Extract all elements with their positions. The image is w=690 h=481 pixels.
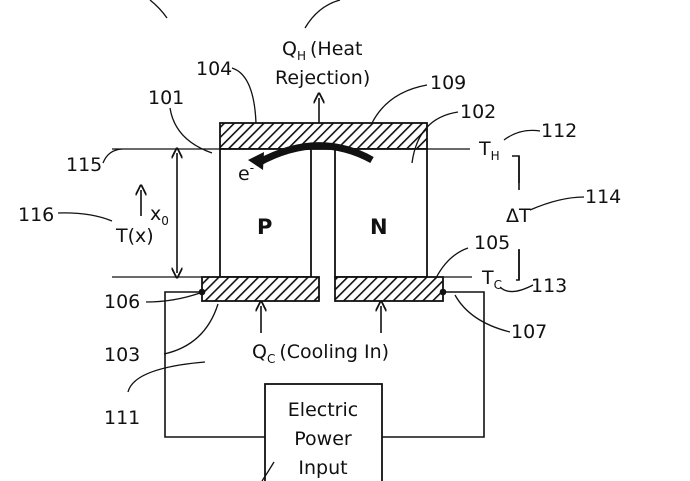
cold-plate-right xyxy=(334,276,444,302)
terminal-right xyxy=(439,288,447,296)
electron-label: e- xyxy=(238,161,254,185)
tc-label: TC xyxy=(481,267,502,292)
ref-107: 107 xyxy=(511,321,547,343)
leader-109 xyxy=(371,84,428,124)
p-type-leg xyxy=(219,148,312,278)
power-label-line1: Electric xyxy=(288,399,358,421)
ref-102: 102 xyxy=(460,101,496,123)
ref-105: 105 xyxy=(474,232,510,254)
circuit-wire-left xyxy=(164,291,265,438)
leader-114 xyxy=(529,196,585,211)
leader-113 xyxy=(499,284,534,293)
power-label-line3: Input xyxy=(298,457,347,479)
power-label-line2: Power xyxy=(294,428,352,450)
th-label: TH xyxy=(478,138,500,163)
leader-116 xyxy=(57,212,113,222)
ref-106: 106 xyxy=(104,291,140,313)
terminal-left xyxy=(198,288,206,296)
leader-105 xyxy=(435,247,469,279)
p-leg-label: P xyxy=(257,215,272,239)
ref-103: 103 xyxy=(104,344,140,366)
delta-t-label: ΔT xyxy=(506,205,531,227)
leader-115 xyxy=(102,148,123,164)
ref-101: 101 xyxy=(148,87,184,109)
leader-112 xyxy=(503,129,541,141)
delta-t-bracket xyxy=(512,155,520,281)
electron-arrowhead xyxy=(248,152,264,170)
top-left-partial-leader xyxy=(149,0,168,19)
n-leg-label: N xyxy=(370,215,388,239)
leader-103 xyxy=(163,303,219,355)
leader-111 xyxy=(127,361,206,393)
leader-104 xyxy=(231,67,257,124)
top-right-partial-leader xyxy=(304,0,341,29)
leader-107 xyxy=(454,294,511,333)
ref-113: 113 xyxy=(531,275,567,297)
circuit-wire-right xyxy=(382,291,485,438)
electron-flow-arc xyxy=(256,142,374,167)
leader-102 xyxy=(411,111,459,164)
ref-114: 114 xyxy=(585,186,621,208)
power-supply-leader xyxy=(261,461,275,481)
leader-101 xyxy=(169,107,213,154)
x0-label: x0 xyxy=(150,203,169,228)
qc-label: QC(Cooling In) xyxy=(252,341,389,366)
ref-111: 111 xyxy=(104,407,140,429)
qh-label: QH(Heat xyxy=(282,38,362,63)
cold-plate-left xyxy=(201,276,320,302)
power-supply-box xyxy=(264,383,383,481)
ref-115: 115 xyxy=(66,154,102,176)
ref-112: 112 xyxy=(541,120,577,142)
ref-104: 104 xyxy=(196,58,232,80)
ref-116: 116 xyxy=(18,204,54,226)
tx-label: T(x) xyxy=(115,225,154,247)
n-type-leg xyxy=(334,148,428,278)
qh-label-line2: Rejection) xyxy=(275,67,370,89)
ref-109: 109 xyxy=(430,72,466,94)
leader-106 xyxy=(145,292,201,303)
